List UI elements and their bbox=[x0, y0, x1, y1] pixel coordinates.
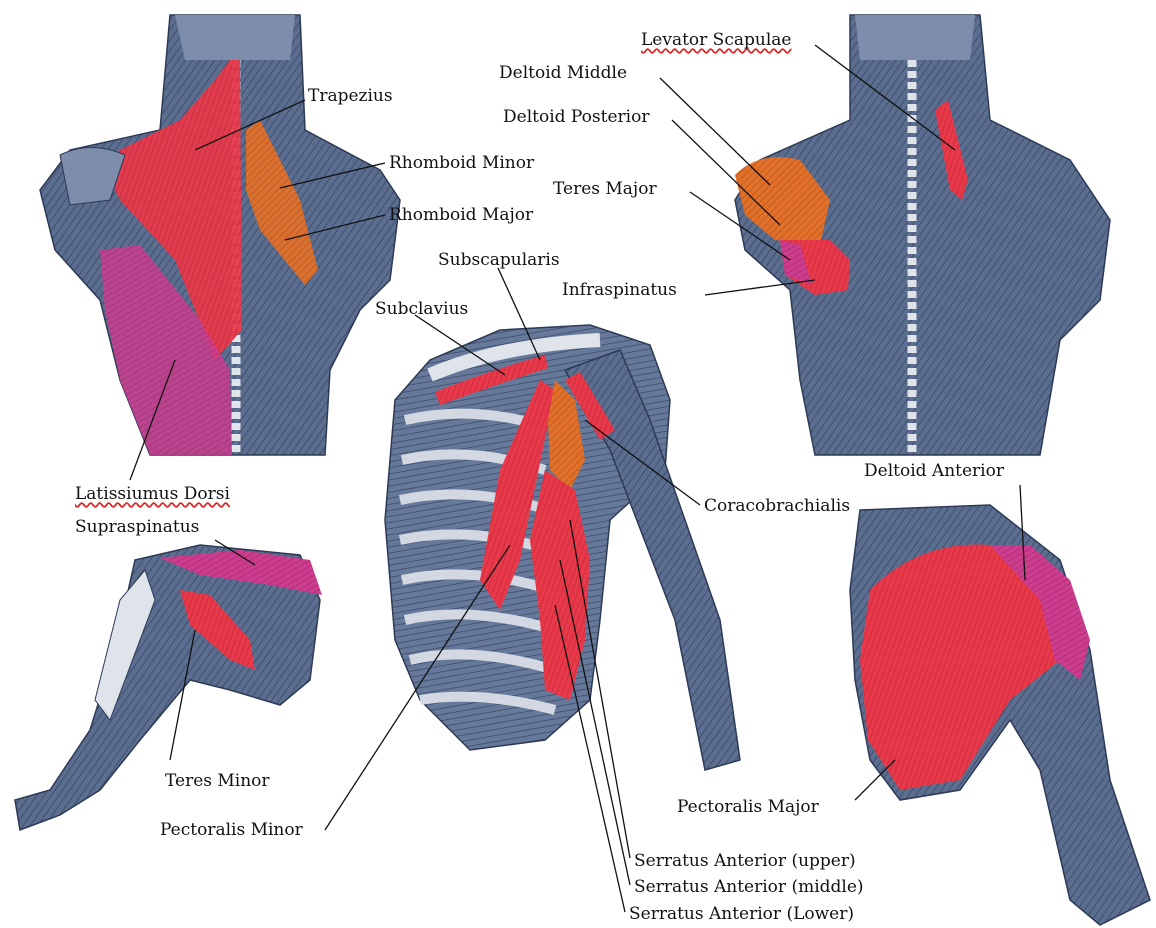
label-serratus-middle: Serratus Anterior (middle) bbox=[634, 877, 864, 897]
back-figure-right bbox=[735, 15, 1110, 455]
label-deltoid-posterior: Deltoid Posterior bbox=[503, 107, 649, 127]
label-supraspinatus: Supraspinatus bbox=[75, 517, 199, 537]
label-coracobrachialis: Coracobrachialis bbox=[704, 496, 850, 516]
label-rhomboid-major: Rhomboid Major bbox=[389, 205, 533, 225]
label-pectoralis-major: Pectoralis Major bbox=[677, 797, 819, 817]
label-subscapularis: Subscapularis bbox=[438, 250, 560, 270]
label-latissimus-dorsi: Latissiumus Dorsi bbox=[75, 484, 230, 504]
label-levator-scapulae: Levator Scapulae bbox=[641, 30, 791, 50]
label-serratus-lower: Serratus Anterior (Lower) bbox=[629, 904, 854, 924]
label-teres-minor: Teres Minor bbox=[165, 771, 270, 791]
rib-cage-figure bbox=[385, 325, 740, 770]
chest-figure-right bbox=[850, 505, 1150, 925]
label-rhomboid-minor: Rhomboid Minor bbox=[389, 153, 534, 173]
label-subclavius: Subclavius bbox=[375, 299, 468, 319]
label-trapezius: Trapezius bbox=[308, 86, 393, 106]
back-figure-left bbox=[40, 15, 400, 455]
label-pectoralis-minor: Pectoralis Minor bbox=[160, 820, 303, 840]
label-infraspinatus: Infraspinatus bbox=[562, 280, 677, 300]
label-deltoid-anterior: Deltoid Anterior bbox=[864, 461, 1004, 481]
label-serratus-upper: Serratus Anterior (upper) bbox=[634, 851, 856, 871]
label-teres-major: Teres Major bbox=[553, 179, 657, 199]
label-deltoid-middle: Deltoid Middle bbox=[499, 63, 627, 83]
